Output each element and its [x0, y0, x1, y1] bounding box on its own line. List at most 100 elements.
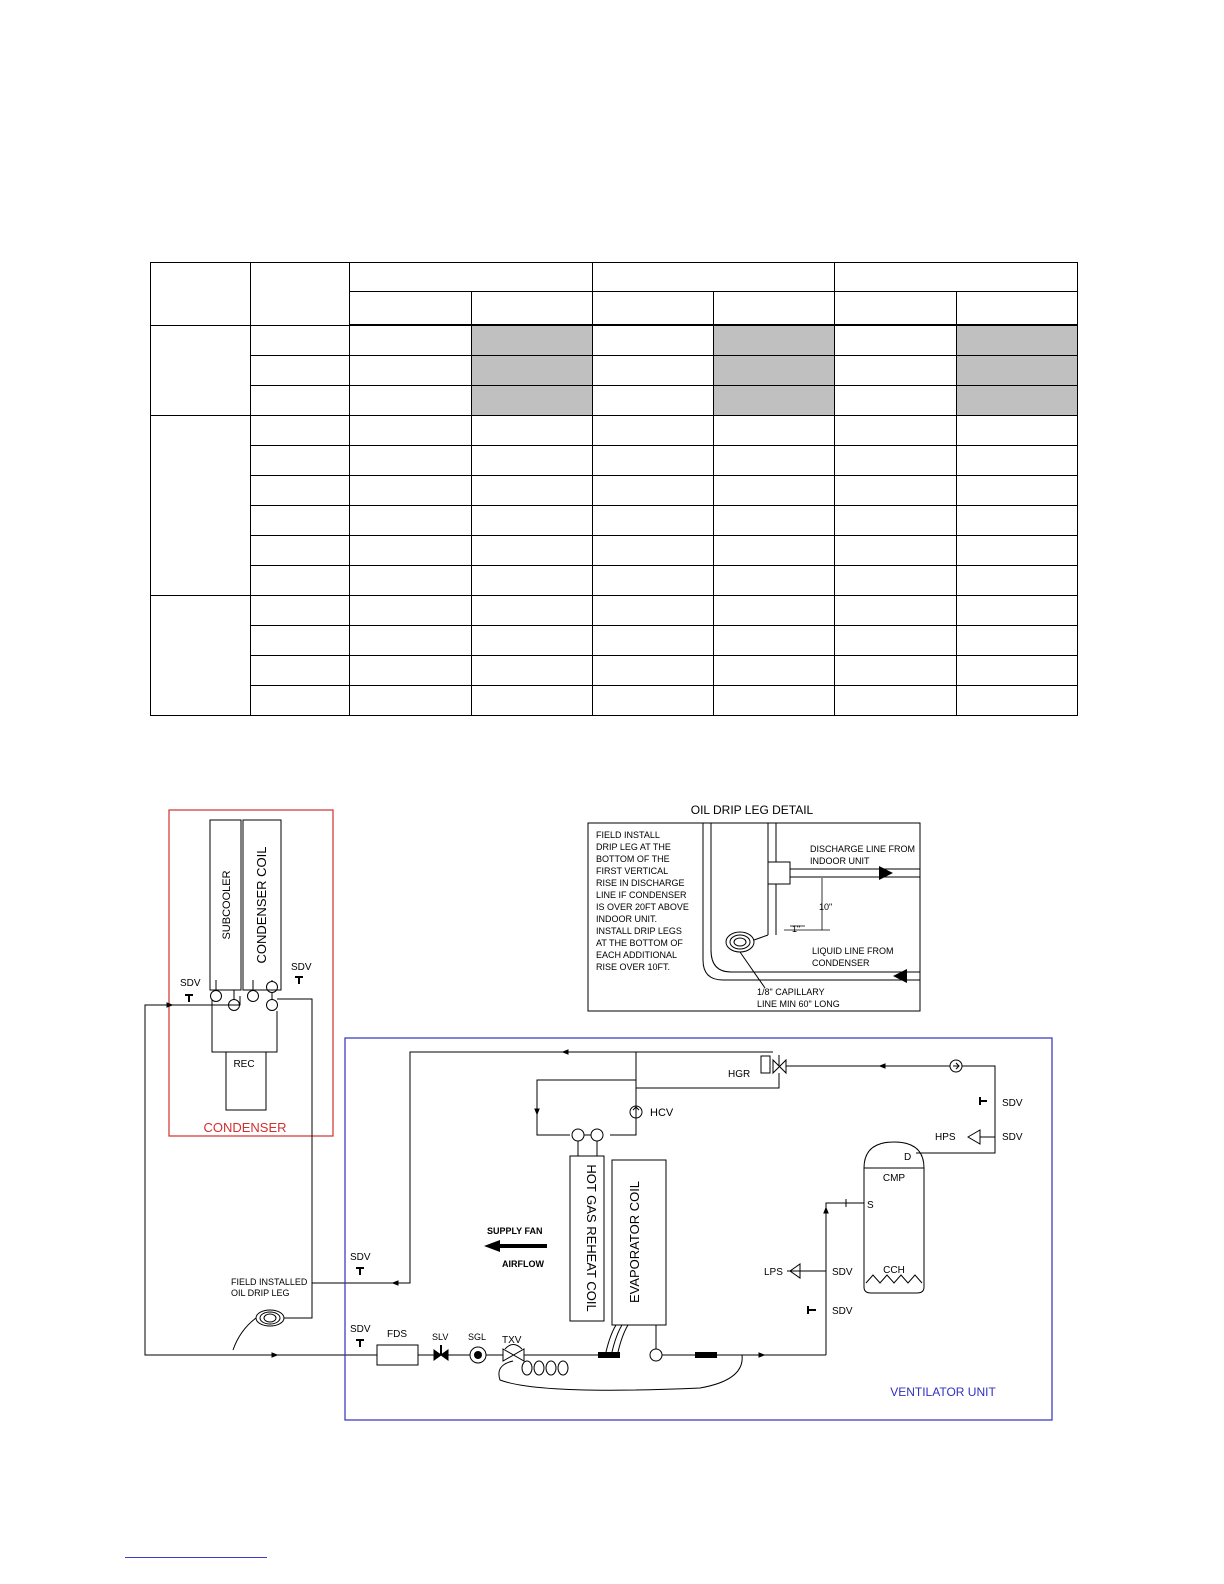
table-cell — [250, 535, 351, 566]
detail-note-7: IS OVER 20FT ABOVE — [596, 902, 689, 912]
table-cell — [834, 535, 957, 566]
table-cell — [470, 505, 593, 536]
subheader-cell — [955, 291, 1079, 326]
table-cell — [250, 685, 351, 716]
table-cell — [470, 445, 593, 476]
header-group-cell — [349, 262, 593, 292]
receiver-label: REC — [233, 1059, 254, 1070]
table-cell — [470, 685, 593, 716]
table-row — [151, 535, 1079, 566]
table-cell — [834, 385, 957, 416]
detail-note-12: RISE OVER 10FT. — [596, 962, 670, 972]
table-cell — [591, 475, 715, 506]
group-cell — [149, 595, 252, 716]
table-cell — [955, 655, 1079, 686]
cch-label: CCH — [883, 1265, 905, 1276]
table-cell — [713, 565, 836, 596]
table-row — [149, 415, 1079, 596]
table-cell — [834, 655, 957, 686]
table-cell — [470, 595, 593, 626]
reheat-coil-label: HOT GAS REHEAT COIL — [584, 1164, 599, 1311]
table-cell — [349, 415, 472, 446]
sdv-suction-2: SDV — [832, 1306, 853, 1317]
hcv-valve — [629, 1105, 643, 1119]
table-cell — [591, 595, 715, 626]
table-cell — [470, 415, 593, 446]
suction-port: S — [867, 1200, 874, 1211]
table-cell — [834, 445, 957, 476]
table-cell — [250, 595, 351, 626]
group-cell — [149, 324, 252, 416]
table-row — [151, 505, 1079, 536]
discharge-label-2: INDOOR UNIT — [810, 856, 870, 866]
detail-note-5: RISE IN DISCHARGE — [596, 878, 685, 888]
header-group-cell — [834, 262, 1078, 292]
table-cell — [250, 445, 351, 476]
table-cell — [349, 625, 472, 656]
table-cell — [955, 385, 1079, 416]
dim-10: 10" — [819, 902, 832, 912]
cmp-label: CMP — [883, 1173, 906, 1184]
subheader-cell — [470, 291, 593, 326]
condenser-unit: SUBCOOLER CONDENSER COIL REC SDV SDV CON… — [168, 809, 334, 1137]
header-cell — [250, 262, 351, 326]
table-cell — [713, 445, 836, 476]
table-cell — [349, 385, 472, 416]
table-cell — [713, 625, 836, 656]
detail-note-3: BOTTOM OF THE — [596, 854, 670, 864]
table-cell — [250, 324, 351, 356]
sdv-condenser-right: SDV — [291, 962, 312, 973]
hcv-label: HCV — [650, 1107, 674, 1119]
detail-box — [587, 822, 921, 1012]
refrigeration-schematic: SUBCOOLER CONDENSER COIL REC SDV SDV CON… — [144, 803, 1053, 1421]
distributor — [598, 1352, 620, 1358]
capillary-label-1: 1/8" CAPILLARY — [757, 987, 825, 997]
subheader-cell — [713, 291, 836, 326]
table-cell — [834, 505, 957, 536]
detail-note-2: DRIP LEG AT THE — [596, 842, 671, 852]
detail-note-1: FIELD INSTALL — [596, 830, 660, 840]
subcooler-label: SUBCOOLER — [221, 870, 233, 939]
sdv-discharge-1: SDV — [1002, 1098, 1023, 1109]
header-cell — [149, 262, 252, 326]
table-cell — [349, 324, 472, 356]
oil-drip-leg-detail: OIL DRIP LEG DETAIL FIELD INSTALL DRIP L… — [587, 803, 921, 1012]
table-cell — [250, 655, 351, 686]
table-cell — [349, 595, 472, 626]
table-cell — [349, 445, 472, 476]
condenser-coil-label: CONDENSER COIL — [254, 846, 269, 963]
sdv-liquid: SDV — [350, 1324, 371, 1335]
table-cell — [955, 595, 1079, 626]
table-cell — [834, 475, 957, 506]
table-cell — [591, 685, 715, 716]
table-cell — [955, 565, 1079, 596]
detail-note-6: LINE IF CONDENSER — [596, 890, 687, 900]
table-row — [149, 324, 1079, 416]
table-cell — [955, 535, 1079, 566]
capillary-label-2: LINE MIN 60" LONG — [757, 999, 840, 1009]
sdv-suction-1: SDV — [832, 1267, 853, 1278]
table-cell — [470, 565, 593, 596]
table-cell — [834, 625, 957, 656]
slv-label: SLV — [432, 1332, 448, 1342]
table-cell — [349, 355, 472, 386]
condenser-label: CONDENSER — [203, 1120, 286, 1135]
table-cell — [955, 505, 1079, 536]
table-cell — [349, 565, 472, 596]
table-row — [151, 685, 1079, 716]
table-cell — [955, 324, 1079, 356]
hgr-solenoid — [760, 1055, 771, 1074]
fds-label: FDS — [387, 1329, 407, 1340]
ventilator-label: VENTILATOR UNIT — [890, 1385, 996, 1399]
table-cell — [470, 625, 593, 656]
table-cell — [834, 324, 957, 356]
table-cell — [834, 595, 957, 626]
compressor — [863, 1141, 925, 1294]
table-cell — [955, 475, 1079, 506]
supply-fan-label: SUPPLY FAN — [487, 1226, 543, 1236]
table-cell — [470, 355, 593, 386]
hps-switch — [967, 1129, 981, 1145]
evaporator-coil — [611, 1159, 667, 1326]
footnote-rule — [125, 1557, 267, 1558]
detail-title: OIL DRIP LEG DETAIL — [691, 803, 814, 817]
